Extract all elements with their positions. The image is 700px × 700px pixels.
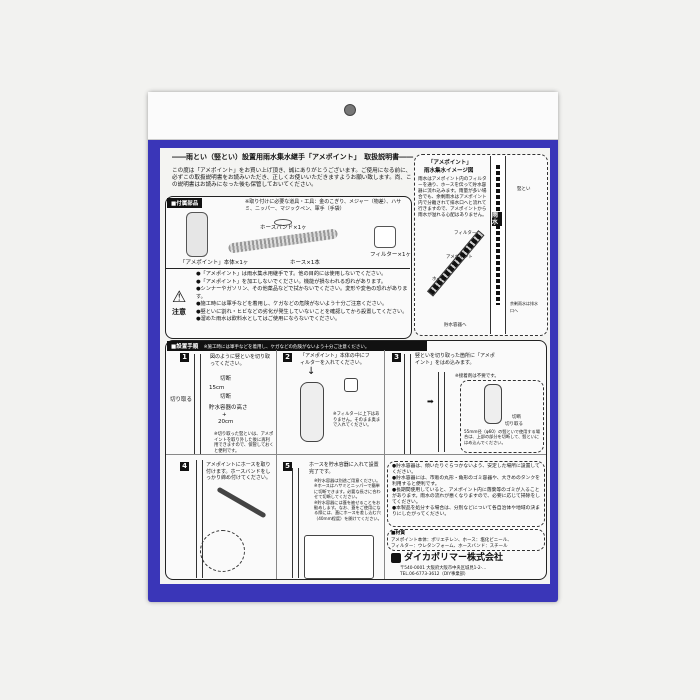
step-text: 竪といを切り取った箇所に「アメポイント」をはめ込みます。 bbox=[415, 353, 495, 366]
company-logo bbox=[391, 553, 401, 563]
note-item: ●本製品を処分する場合は、分別などについて各自治体や地域の決まりにしたがってくだ… bbox=[392, 506, 540, 517]
step-3 bbox=[385, 350, 546, 455]
parts-header: ■付属部品 bbox=[167, 198, 203, 208]
filter-illustration bbox=[344, 378, 358, 392]
diagram-label: 雨水 bbox=[492, 212, 502, 226]
caution-item: ●溜めた雨水は飲料水としてはご使用にならないでください。 bbox=[196, 316, 341, 322]
hanger-tab bbox=[148, 92, 558, 140]
step-2 bbox=[277, 350, 385, 455]
downspout-pipe bbox=[438, 372, 445, 452]
step-text: ホースを貯水容器に入れて設置完了です。 bbox=[309, 462, 379, 475]
part-label: 「アメポイント」本体×1ヶ bbox=[180, 260, 249, 266]
steps-header: ■設置手順 ※施工時には軍手などを着用し、ケガなどの危険がないよう十分ご注意くだ… bbox=[167, 341, 427, 351]
diagram-label: 余剰雨水は排水口へ bbox=[510, 301, 538, 313]
step-text: 図のように竪といを切り取ってください。 bbox=[210, 354, 271, 367]
diagram-label: フィルター bbox=[454, 231, 477, 236]
downspout-pipe bbox=[292, 468, 299, 578]
step-label: 切り取る bbox=[170, 397, 193, 403]
company-address: 〒540-0001 大阪府大阪市中央区城見1-2-... bbox=[400, 566, 487, 571]
diagram-label: 竪とい bbox=[517, 187, 531, 192]
step-number: 2 bbox=[283, 353, 292, 362]
down-arrow-icon: ↓ bbox=[307, 366, 316, 377]
step-4 bbox=[166, 455, 277, 579]
step-number: 5 bbox=[283, 462, 292, 471]
materials-box bbox=[387, 529, 545, 551]
right-arrow-icon: ➡ bbox=[427, 397, 434, 406]
caution-item: ●「アメポイント」は雨水集水用継手です。他の目的には使用しないでください。 bbox=[196, 271, 387, 277]
detail-circle bbox=[200, 530, 245, 572]
image-diagram-box bbox=[414, 154, 548, 336]
diagram-subtitle: 雨水集水イメージ図 bbox=[424, 168, 474, 174]
note-item: ●貯水容器は、傾いたりぐらつかないよう、安定した場所に設置してください。 bbox=[392, 464, 540, 475]
tools-note: ※取り付けに必要な道具・工具：金のこぎり、メジャー（物差）、ハサミ、ニッパー、マ… bbox=[245, 199, 402, 212]
step-label: 切断 bbox=[512, 415, 521, 420]
part-label: ホースバンド×1ヶ bbox=[260, 225, 307, 231]
materials-text: フィルター：ウレタンフォーム、ホースバンド：スチール bbox=[391, 544, 508, 549]
intro-text: この度は「アメポイント」をお買い上げ頂き、誠にありがとうございます。ご使用になる… bbox=[172, 168, 412, 188]
diagram-label: 貯水容器へ bbox=[444, 323, 467, 328]
step-label: 切り取る bbox=[505, 422, 523, 427]
caution-item: ●「アメポイント」を加工しないでください。機能が損なわれる恐れがあります。 bbox=[196, 278, 387, 285]
step-number: 4 bbox=[180, 462, 189, 471]
step-5 bbox=[277, 455, 385, 579]
water-container bbox=[304, 535, 374, 579]
step-label: 貯水容器の高さ bbox=[209, 405, 248, 411]
step-note: ※切り取った竪といは、アメポイントを取り外した後に再利用できますので、保管してお… bbox=[214, 432, 274, 454]
steps-header-note: ※施工時には軍手などを着用し、ケガなどの危険がないよう十分ご注意ください。 bbox=[203, 345, 370, 350]
company-tel: TEL.06-6773-3612（DIY事業部） bbox=[400, 572, 469, 577]
step-note: ※フィルターに上下はありません。そのまま奥まで入れてください。 bbox=[333, 412, 381, 428]
note-item: ●長期間使用していると、アメポイント内に落葉等のゴミが入ることがあります。雨水の… bbox=[392, 488, 541, 505]
step-text: 「アメポイント」本体の中にフィルターを入れてください。 bbox=[300, 353, 370, 366]
note-item: ●貯水容器には、市販の丸形・角形のゴミ容器や、大きめのタンクを利用すると便利です… bbox=[392, 476, 540, 487]
part-label: ホース×1本 bbox=[290, 260, 320, 266]
step-3-detail-box bbox=[460, 380, 544, 453]
caution-item: ●シンナーやガソリン、その他薬品などで拭かないでください。変形や変色の恐れがあり… bbox=[196, 286, 408, 300]
hang-hole bbox=[344, 104, 356, 116]
caution-item: ●施工時には軍手などを着用し、ケガなどの危険がないよう十分ご注意ください。 bbox=[196, 301, 388, 307]
downspout-pipe bbox=[194, 354, 201, 454]
step-note: ※ホースはハサミとニッパーで簡単に切断できます。必要な長さに合わせて切断してくだ… bbox=[314, 483, 381, 500]
step-1 bbox=[166, 350, 277, 455]
caution-section: ⚠ 注意 ●「アメポイント」は雨水集水用継手です。他の目的には使用しないでくださ… bbox=[166, 268, 410, 338]
step-note: ※接着剤は不要です。 bbox=[455, 374, 499, 379]
step-number: 1 bbox=[180, 353, 189, 362]
step-label: 15cm bbox=[209, 385, 225, 391]
step-note: ※貯水容器には蓋を被せることをお勧めします。なお、蓋をご使用になる際には、蓋にホ… bbox=[314, 499, 382, 521]
step-text: アメポイントにホースを取り付けます。ホースバンドをしっかり締め付けてください。 bbox=[206, 462, 271, 481]
caution-label: 注意 bbox=[172, 308, 186, 316]
step-note: ※貯水容器は別途ご用意ください。 bbox=[314, 478, 381, 483]
amepoint-illustration bbox=[484, 384, 502, 424]
materials-header: ■材質 bbox=[391, 531, 406, 536]
amepoint-illustration bbox=[186, 212, 208, 257]
part-label: フィルター×1ヶ bbox=[370, 252, 411, 258]
downspout-pipe bbox=[404, 354, 411, 454]
diagram-title: 「アメポイント」 bbox=[428, 160, 472, 166]
caution-item: ●竪といに割れ・ヒビなどの劣化が発生していないことを確認してから設置してください… bbox=[196, 308, 408, 315]
hose-band-illustration bbox=[274, 219, 292, 226]
diagram-description: 雨水はアメポイント内のフィルターを通り、ホースを伝って貯水容器に流れ込みます。雨… bbox=[418, 177, 487, 218]
notes-list: ●貯水容器は、傾いたりぐらつかないよう、安定した場所に設置してください。 ●貯水… bbox=[392, 464, 542, 518]
filter-illustration bbox=[374, 226, 396, 248]
diagram-label: アメポイント bbox=[446, 255, 473, 260]
diagram-label: ホース bbox=[432, 277, 446, 282]
sheet-title: ――雨とい（竪とい）設置用雨水集水継手「アメポイント」 取扱説明書―― bbox=[172, 153, 414, 161]
amepoint-illustration bbox=[300, 382, 324, 442]
step-label: + bbox=[222, 412, 227, 418]
step-5-notes: ※貯水容器は別途ご用意ください。※ホースはハサミとニッパーで簡単に切断できます。… bbox=[314, 478, 382, 521]
step-label: 切断 bbox=[220, 376, 232, 382]
company-name: ダイカポリマー株式会社 bbox=[404, 553, 504, 563]
step-note: 55mm径（φ60）の竪といで使用する場合は、上部の部分を切断して、竪といにはめ… bbox=[464, 429, 540, 445]
downspout-pipe bbox=[196, 460, 203, 578]
step-label: 切断 bbox=[220, 394, 232, 400]
warning-icon: ⚠ bbox=[172, 287, 187, 306]
steps-title: ■設置手順 bbox=[171, 344, 199, 350]
materials-text: アメポイント本体：ポリエチレン、ホース：塩化ビニール、 bbox=[391, 538, 512, 543]
rain-arrow bbox=[496, 165, 500, 305]
step-number: 3 bbox=[392, 353, 401, 362]
notes-box bbox=[387, 461, 545, 527]
step-label: 20cm bbox=[218, 419, 234, 425]
